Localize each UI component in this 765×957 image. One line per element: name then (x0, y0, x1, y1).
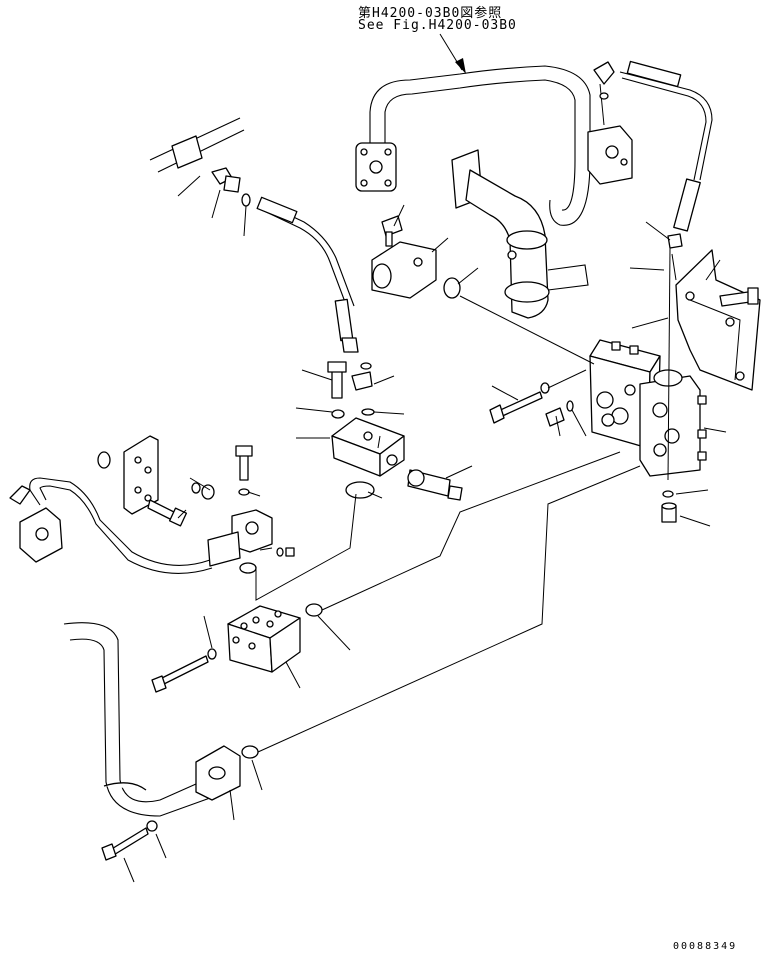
upper-left-hose (256, 196, 359, 353)
elbow-pipe (451, 149, 589, 319)
lower-suction-pipe (63, 622, 241, 817)
mounting-bracket-right (675, 249, 761, 391)
left-mounting-bracket (123, 435, 159, 515)
suction-hose-left (9, 477, 213, 574)
figure-reference-japanese: 第H4200-03B0図参照 (358, 6, 503, 21)
small-plug (276, 547, 295, 557)
valve-mount-bolt (489, 382, 550, 424)
upper-left-hose-clamp (149, 117, 245, 173)
gasket (239, 562, 257, 574)
figure-reference-english: See Fig.H4200-03B0 (358, 18, 517, 33)
pipe-block-upper (371, 215, 437, 299)
o-ring (443, 277, 461, 299)
manifold-bolt (151, 648, 217, 693)
valve-port-fitting (661, 490, 677, 523)
seal-ring (345, 481, 375, 499)
flange-bolt (101, 820, 158, 861)
upper-loop-pipe (355, 65, 591, 226)
left-bracket-bolt (147, 499, 188, 527)
callout-leaders (123, 175, 727, 883)
upper-left-fitting (211, 167, 251, 207)
flange-o-ring (241, 745, 259, 759)
center-bolt (327, 361, 347, 399)
control-valve-assembly (589, 339, 707, 477)
center-o-ring (361, 408, 375, 416)
assembly-lines (255, 247, 677, 753)
relief-valve-cartridge (407, 469, 463, 501)
vertical-bolt (235, 445, 253, 496)
distribution-block (331, 417, 405, 477)
top-right-elbow-fitting (587, 61, 633, 185)
valve-small-bolt (545, 400, 574, 427)
center-elbow-fitting (351, 362, 373, 391)
manifold-o-ring (305, 603, 323, 617)
left-washers (191, 482, 215, 500)
reference-arrow (439, 33, 466, 74)
suction-adapter-block (207, 509, 273, 567)
center-washer (331, 409, 345, 419)
lower-manifold-block (227, 605, 301, 673)
left-plug (97, 451, 111, 469)
top-right-hose (619, 60, 713, 249)
drawing-number: 00088349 (673, 941, 738, 952)
